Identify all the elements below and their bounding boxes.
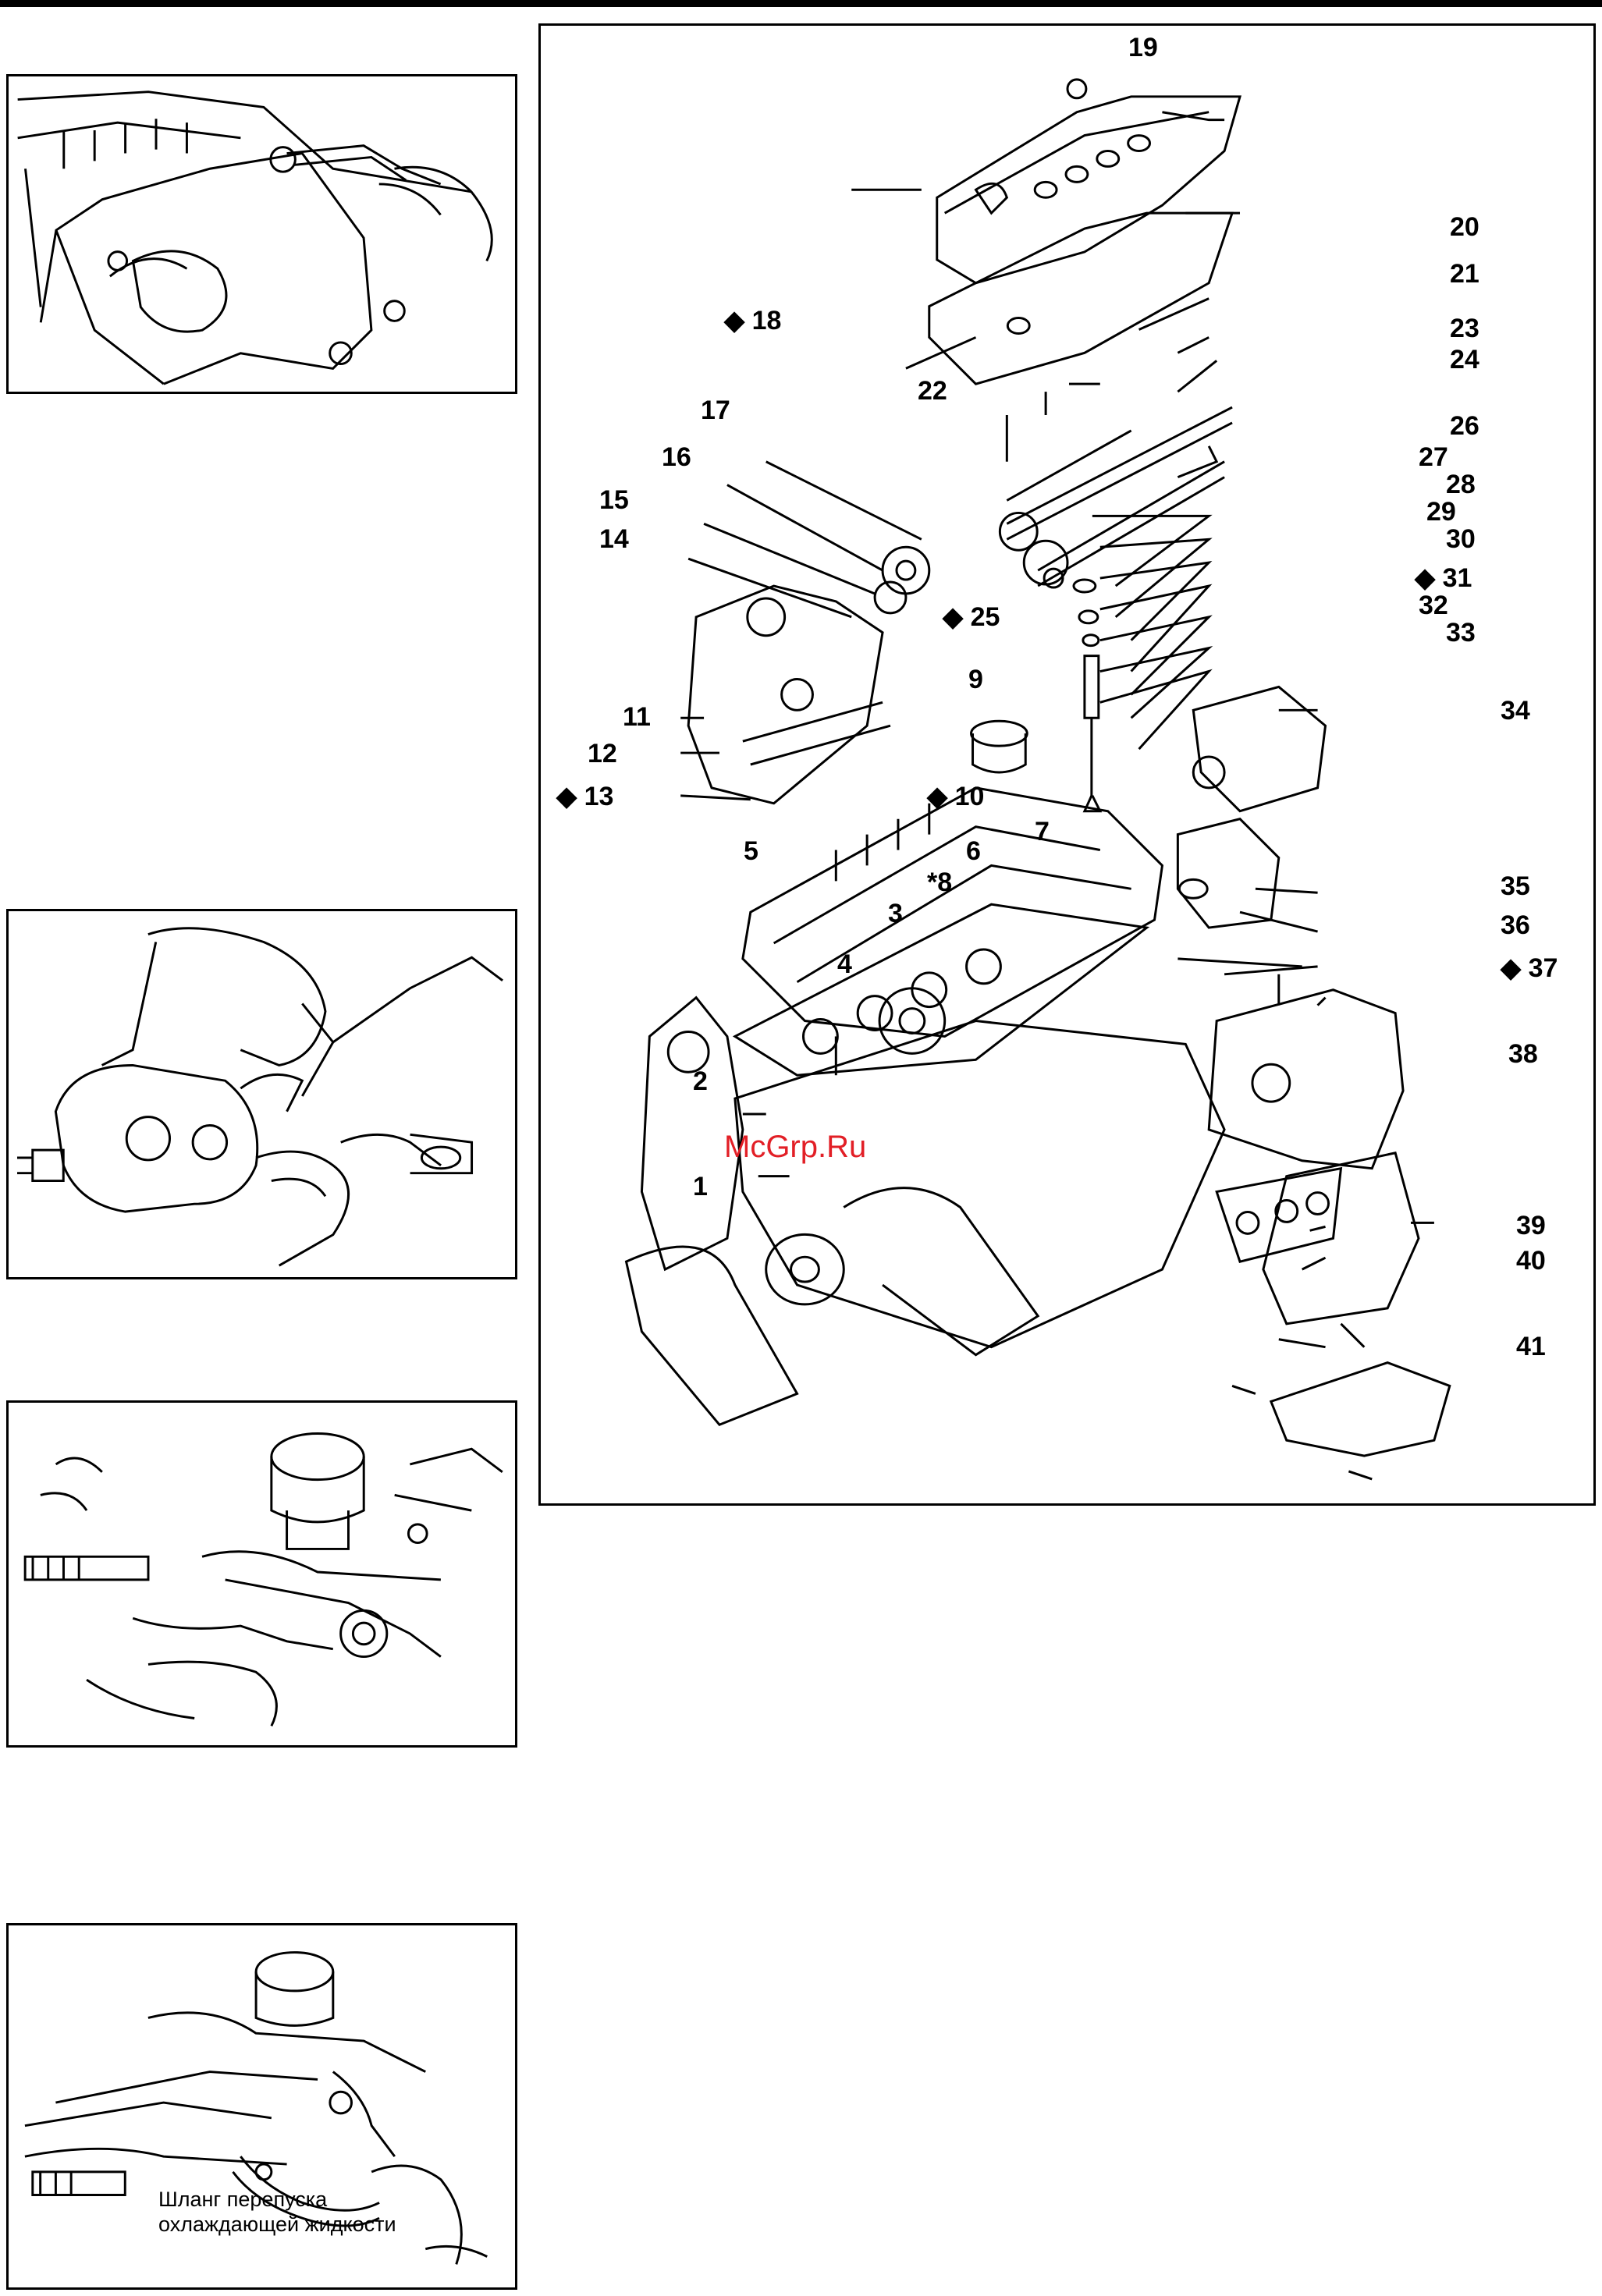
callout-21: 21 (1450, 260, 1479, 288)
callout-17: 17 (701, 396, 730, 424)
callout-24: 24 (1450, 346, 1479, 374)
callout-1: 1 (693, 1173, 708, 1201)
caption-line-2: охлаждающей жидкости (158, 2212, 396, 2237)
callout-16: 16 (662, 443, 691, 471)
illustration-water-pump-clamp (6, 909, 517, 1279)
illustration-intake-manifold-wrench (6, 74, 517, 394)
illustration-vacuum-unit-wrench (6, 1400, 517, 1748)
callout-22: 22 (918, 377, 947, 405)
callout-12: 12 (588, 740, 617, 768)
callout-10: ◆ 10 (927, 782, 984, 811)
callout-14: 14 (599, 525, 629, 553)
callout-28: 28 (1446, 470, 1476, 499)
callout-2: 2 (693, 1067, 708, 1095)
callout-8: *8 (927, 868, 952, 896)
callout-40: 40 (1516, 1247, 1546, 1275)
callout-13: ◆ 13 (556, 782, 613, 811)
callout-38: 38 (1508, 1040, 1538, 1068)
callout-6: 6 (966, 837, 981, 865)
callout-11: 11 (623, 703, 651, 731)
callout-29: 29 (1426, 498, 1456, 526)
callout-25: ◆ 25 (943, 603, 1000, 631)
callout-5: 5 (744, 837, 758, 865)
callout-39: 39 (1516, 1212, 1546, 1240)
callout-41: 41 (1516, 1333, 1546, 1361)
coolant-hose-caption: Шланг перепуска охлаждающей жидкости (158, 2187, 396, 2237)
callout-15: 15 (599, 486, 629, 514)
callout-30: 30 (1446, 525, 1476, 553)
exploded-view-cylinder-head: 19 20 21 ◆ 18 23 24 22 17 26 16 27 28 15… (538, 23, 1596, 1506)
callout-34: 34 (1501, 697, 1530, 725)
exploded-view-drawing (541, 26, 1593, 1503)
callout-35: 35 (1501, 872, 1530, 900)
callout-4: 4 (837, 950, 852, 978)
callout-19: 19 (1128, 34, 1158, 62)
callout-9: 9 (968, 665, 983, 694)
top-rule (0, 0, 1602, 7)
callout-27: 27 (1419, 443, 1448, 471)
callout-20: 20 (1450, 213, 1479, 241)
manifold-wrench-drawing (9, 76, 515, 392)
callout-26: 26 (1450, 412, 1479, 440)
vacuum-unit-drawing (9, 1403, 515, 1745)
callout-3: 3 (888, 900, 903, 928)
callout-32: 32 (1419, 591, 1448, 619)
caption-line-1: Шланг перепуска (158, 2187, 396, 2212)
callout-31: ◆ 31 (1415, 564, 1472, 592)
callout-23: 23 (1450, 314, 1479, 342)
callout-33: 33 (1446, 619, 1476, 647)
callout-7: 7 (1035, 818, 1050, 846)
callout-36: 36 (1501, 911, 1530, 939)
water-pump-drawing (9, 911, 515, 1277)
watermark: McGrp.Ru (724, 1130, 866, 1165)
callout-18: ◆ 18 (724, 307, 781, 335)
callout-37: ◆ 37 (1501, 954, 1558, 982)
